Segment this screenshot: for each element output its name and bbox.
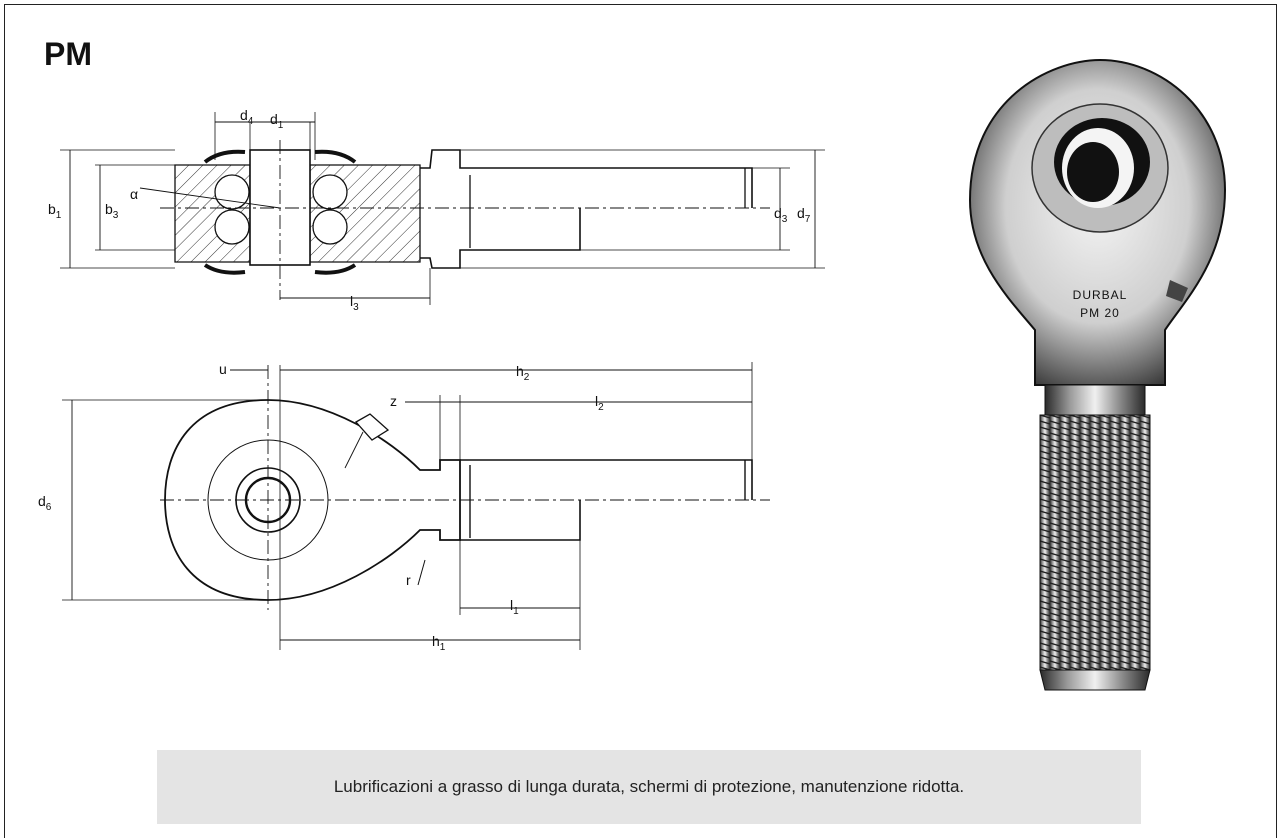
- svg-text:d7: d7: [797, 205, 811, 225]
- figure-frame: [4, 4, 1277, 838]
- svg-text:d1: d1: [270, 111, 284, 131]
- caption-box: Lubrificazioni a grasso di lunga durata,…: [157, 750, 1141, 824]
- label-alpha: α: [130, 186, 138, 202]
- photo-model-text: PM 20: [1080, 306, 1120, 320]
- label-l2: l: [595, 393, 598, 409]
- label-d6: d: [38, 493, 46, 509]
- svg-text:h2: h2: [516, 363, 530, 383]
- label-r: r: [406, 572, 411, 588]
- label-l3: l: [350, 293, 353, 309]
- label-z: z: [390, 393, 397, 409]
- svg-text:l2: l2: [595, 393, 604, 413]
- label-d4: d: [240, 107, 248, 123]
- page-title: PM: [44, 36, 92, 72]
- svg-text:d3: d3: [774, 205, 788, 225]
- label-d1: d: [270, 111, 278, 127]
- svg-text:d6: d6: [38, 493, 52, 513]
- label-h1: h: [432, 633, 440, 649]
- label-u: u: [219, 361, 227, 377]
- label-l1: l: [510, 597, 513, 613]
- svg-text:l1: l1: [510, 597, 519, 617]
- svg-text:h1: h1: [432, 633, 446, 653]
- svg-text:d4: d4: [240, 107, 254, 127]
- label-d7: d: [797, 205, 805, 221]
- label-d3: d: [774, 205, 782, 221]
- label-b1: b: [48, 201, 56, 217]
- caption-text: Lubrificazioni a grasso di lunga durata,…: [333, 777, 965, 796]
- svg-text:b1: b1: [48, 201, 62, 221]
- label-b3: b: [105, 201, 113, 217]
- svg-text:b3: b3: [105, 201, 119, 221]
- label-h2: h: [516, 363, 524, 379]
- svg-text:l3: l3: [350, 293, 359, 313]
- photo-brand-text: DURBAL: [1073, 288, 1128, 302]
